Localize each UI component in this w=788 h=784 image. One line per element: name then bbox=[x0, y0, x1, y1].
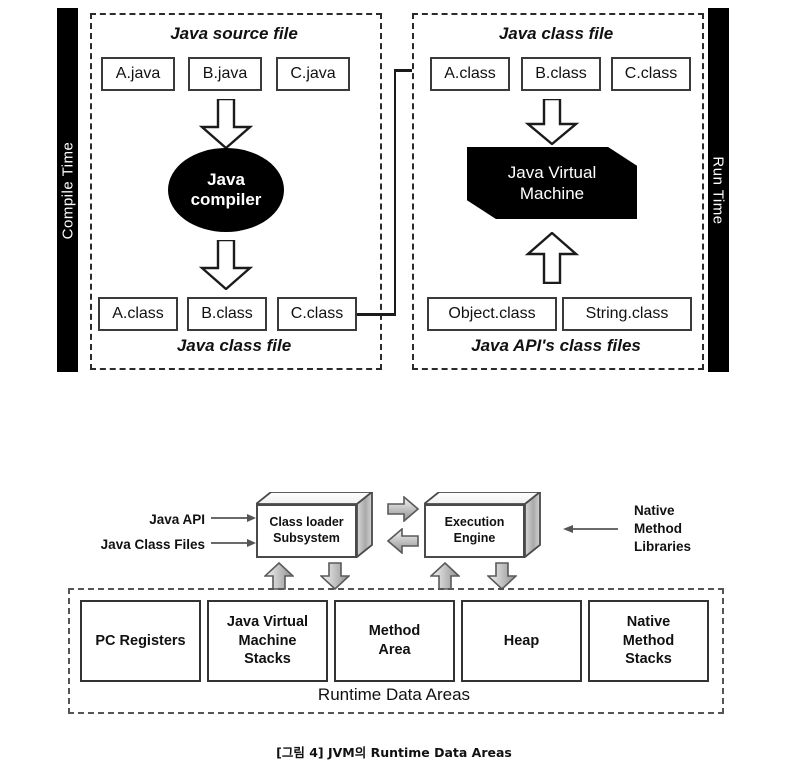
runtime-area-pc-registers: PC Registers bbox=[80, 600, 201, 682]
arrow-native-libraries-icon bbox=[562, 521, 618, 537]
native-stacks-line1: Native bbox=[626, 613, 671, 630]
native-stacks-line3: Stacks bbox=[625, 651, 672, 668]
jvm-line1: Java Virtual bbox=[507, 162, 597, 182]
jvm-stacks-line1: Java Virtual bbox=[226, 613, 309, 630]
arrow-down-to-class-files bbox=[198, 240, 254, 290]
arrow-up-loader-from-runtime bbox=[264, 562, 294, 590]
figure-caption: [그림 4] JVM의 Runtime Data Areas bbox=[276, 745, 512, 760]
native-libraries-line1: Native bbox=[634, 503, 675, 518]
execution-engine-box: Execution Engine bbox=[424, 492, 541, 558]
class-file-b-class-compile: B.class bbox=[187, 297, 267, 331]
native-libraries-line3: Libraries bbox=[634, 539, 692, 555]
jvm-stacks-line2: Machine bbox=[238, 632, 297, 649]
arrow-java-class-files-icon bbox=[211, 535, 257, 551]
class-loader-line1: Class loader bbox=[269, 515, 344, 530]
execution-engine-line2: Engine bbox=[453, 531, 496, 545]
method-area-line2: Area bbox=[378, 642, 411, 658]
run-time-label: Run Time bbox=[710, 155, 728, 225]
execution-engine-face: Execution Engine bbox=[424, 504, 525, 558]
class-loader-subsystem-box: Class loader Subsystem bbox=[256, 492, 373, 558]
java-compiler-line2: compiler bbox=[190, 190, 262, 209]
runtime-class-file-b-class: B.class bbox=[521, 57, 601, 91]
runtime-area-heap: Heap bbox=[461, 600, 582, 682]
java-source-file-title: Java source file bbox=[170, 24, 298, 43]
arrow-down-to-compiler bbox=[198, 99, 254, 149]
java-compiler-node: Java compiler bbox=[168, 148, 284, 232]
label-java-api: Java API bbox=[149, 512, 205, 527]
class-file-c-class-compile: C.class bbox=[277, 297, 357, 331]
api-file-string-class: String.class bbox=[562, 297, 692, 331]
connector-horizontal-upper bbox=[393, 69, 426, 72]
java-api-class-files-footer: Java API's class files bbox=[471, 336, 641, 355]
runtime-area-method-area: Method Area bbox=[334, 600, 455, 682]
runtime-class-file-c-class: C.class bbox=[611, 57, 691, 91]
arrow-up-engine-from-runtime bbox=[430, 562, 460, 590]
class-loader-subsystem-face: Class loader Subsystem bbox=[256, 504, 357, 558]
java-virtual-machine-node: Java Virtual Machine bbox=[467, 147, 637, 219]
compile-time-bar: Compile Time bbox=[57, 8, 78, 372]
compile-time-label: Compile Time bbox=[59, 141, 77, 239]
jvm-line2: Machine bbox=[519, 184, 585, 203]
arrow-right-loader-to-engine bbox=[387, 496, 419, 522]
arrow-down-engine-to-runtime bbox=[487, 562, 517, 590]
class-file-a-class-compile: A.class bbox=[98, 297, 178, 331]
source-file-a-java: A.java bbox=[101, 57, 175, 91]
runtime-area-jvm-stacks: Java Virtual Machine Stacks bbox=[207, 600, 328, 682]
arrow-left-engine-to-loader bbox=[387, 528, 419, 554]
class-loader-line2: Subsystem bbox=[273, 531, 340, 545]
source-file-c-java: C.java bbox=[276, 57, 350, 91]
java-compiler-line1: Java bbox=[207, 169, 245, 189]
runtime-data-areas-container bbox=[68, 588, 724, 714]
connector-horizontal-lower bbox=[357, 313, 396, 316]
connector-vertical bbox=[393, 70, 396, 315]
method-area-line1: Method bbox=[368, 623, 421, 640]
pc-registers-line1: PC Registers bbox=[95, 632, 186, 649]
arrow-up-to-jvm bbox=[524, 232, 580, 284]
arrow-down-to-jvm bbox=[524, 99, 580, 145]
native-libraries-line2: Method bbox=[634, 521, 682, 537]
arrow-down-loader-to-runtime bbox=[320, 562, 350, 590]
label-java-class-files: Java Class Files bbox=[100, 537, 205, 552]
label-native-method-libraries: Native Method Libraries bbox=[634, 502, 754, 557]
java-class-file-title-right: Java class file bbox=[498, 24, 614, 43]
java-class-file-footer-left: Java class file bbox=[176, 336, 292, 355]
runtime-area-native-method-stacks: Native Method Stacks bbox=[588, 600, 709, 682]
native-stacks-line2: Method bbox=[622, 632, 675, 649]
runtime-data-areas-label: Runtime Data Areas bbox=[317, 685, 471, 704]
run-time-bar: Run Time bbox=[708, 8, 729, 372]
heap-line1: Heap bbox=[503, 632, 540, 649]
source-file-b-java: B.java bbox=[188, 57, 262, 91]
execution-engine-line1: Execution bbox=[444, 515, 505, 530]
api-file-object-class: Object.class bbox=[427, 297, 557, 331]
arrow-java-api-icon bbox=[211, 510, 257, 526]
runtime-class-file-a-class: A.class bbox=[430, 57, 510, 91]
jvm-stacks-line3: Stacks bbox=[244, 651, 291, 668]
